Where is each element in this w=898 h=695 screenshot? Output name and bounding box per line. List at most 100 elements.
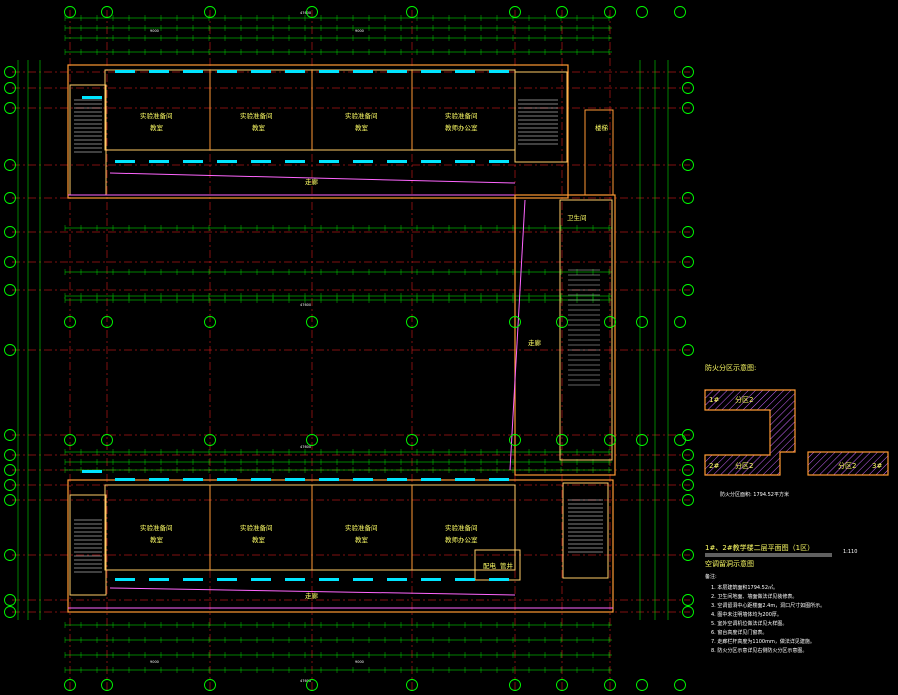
window: [251, 478, 271, 481]
fire-zone-heading: 防火分区示意图:: [705, 363, 756, 372]
axis-bubble: [4, 192, 16, 204]
window: [455, 478, 475, 481]
corridor-label: 走廊: [305, 591, 319, 600]
axis-bubble: [604, 679, 616, 691]
axis-bubble: [406, 679, 418, 691]
window: [183, 160, 203, 163]
room-label: 教室: [150, 535, 164, 544]
fire-zone-area-text: 防火分区面积: 1794.52平方米: [720, 491, 789, 498]
fire-zone-diagram: 防火分区示意图: 1# 分区2 2# 分区2 分区2 3# 防火分区面积: 17…: [704, 363, 889, 498]
window: [319, 578, 339, 581]
axis-bubble: [682, 256, 694, 268]
window: [387, 478, 407, 481]
axis-bubble: [306, 679, 318, 691]
axis-bubble: [682, 159, 694, 171]
window: [319, 478, 339, 481]
axis-bubble: [4, 606, 16, 618]
axis-bubble: [4, 159, 16, 171]
zone-label: 3#: [872, 462, 882, 470]
overall-dim: 9000: [355, 660, 364, 664]
note-line: 4. 图中未注明墙体均为200厚。: [711, 611, 782, 618]
axis-bubble: [4, 256, 16, 268]
axis-bubble: [4, 594, 16, 606]
room-label: 教室: [252, 123, 266, 132]
axis-bubble: [682, 594, 694, 606]
room-label: 实验准备间: [240, 111, 273, 120]
window: [183, 70, 203, 73]
axis-bubble: [682, 479, 694, 491]
window: [455, 160, 475, 163]
axis-bubble: [64, 316, 76, 328]
axis-bubble: [101, 6, 113, 18]
axis-bubble: [101, 316, 113, 328]
axis-bubble: [4, 284, 16, 296]
service-label: 卫生间: [567, 213, 587, 222]
dimension-lines: [17, 15, 669, 673]
window: [251, 578, 271, 581]
window: [149, 70, 169, 73]
overall-dim: 9000: [150, 660, 159, 664]
axis-bubble: [4, 549, 16, 561]
window: [82, 470, 102, 473]
note-line: 1. 本层建筑面积1794.52㎡。: [711, 584, 778, 591]
window: [183, 578, 203, 581]
bottom-wing: [67, 479, 614, 613]
axis-bubble: [674, 316, 686, 328]
axis-bubble: [4, 429, 16, 441]
axis-bubble: [406, 6, 418, 18]
note-line: 2. 卫生间地面、墙面做法详见装修表。: [711, 593, 797, 600]
note-line: 6. 窗台高度详见门窗表。: [711, 629, 767, 636]
axis-bubble: [682, 494, 694, 506]
axis-bubble: [636, 434, 648, 446]
room-label: 教室: [355, 535, 369, 544]
axis-bubble: [682, 429, 694, 441]
window: [319, 70, 339, 73]
note-line: 7. 走廊栏杆高度为1100mm，做法详见建施。: [711, 638, 815, 645]
service-label: 楼梯: [595, 123, 609, 132]
room-label: 教室: [150, 123, 164, 132]
window: [115, 578, 135, 581]
axis-bubble: [682, 192, 694, 204]
axis-bubble: [4, 102, 16, 114]
room-label: 实验准备间: [240, 523, 273, 532]
axis-bubble: [406, 316, 418, 328]
window: [251, 160, 271, 163]
room-label: 实验准备间: [140, 523, 173, 532]
axis-bubble: [204, 434, 216, 446]
zone-label: 分区2: [735, 461, 753, 470]
axis-bubble: [556, 679, 568, 691]
axis-bubble: [204, 6, 216, 18]
window: [285, 160, 305, 163]
window: [455, 578, 475, 581]
notes-heading: 备注:: [705, 573, 717, 580]
window: [489, 70, 509, 73]
window: [489, 578, 509, 581]
axis-bubble: [4, 344, 16, 356]
axis-bubble: [406, 434, 418, 446]
overall-dim: 9000: [355, 29, 364, 33]
axis-bubble: [4, 479, 16, 491]
axis-bubble: [509, 6, 521, 18]
window: [353, 70, 373, 73]
axis-bubble: [682, 82, 694, 94]
corridor-labels: 走廊 走廊 走廊: [305, 177, 542, 600]
east-wing: [509, 109, 616, 476]
room-label: 实验准备间: [345, 523, 378, 532]
window: [455, 70, 475, 73]
room-label: 教室: [252, 535, 266, 544]
zone-label: 分区2: [735, 395, 753, 404]
window: [82, 96, 102, 99]
window: [489, 478, 509, 481]
zone-label: 1#: [709, 396, 719, 404]
axis-bubble: [4, 66, 16, 78]
window: [217, 160, 237, 163]
drawing-title: 1#、2#教学楼二层平面图（1区）: [705, 543, 814, 552]
window: [421, 478, 441, 481]
axis-bubbles: [4, 6, 694, 691]
axis-bubble: [509, 679, 521, 691]
corridor-label: 走廊: [528, 338, 542, 347]
axis-bubble: [306, 434, 318, 446]
axis-bubble: [556, 434, 568, 446]
axis-bubble: [682, 606, 694, 618]
